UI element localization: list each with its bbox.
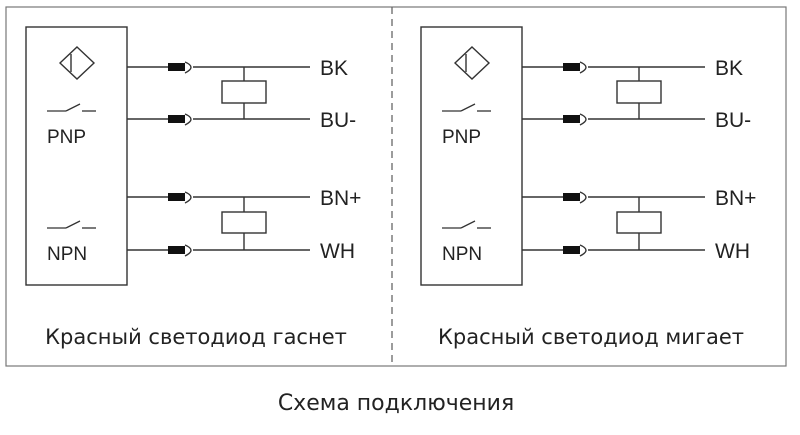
load-resistor-icon — [221, 197, 267, 250]
load-resistor-icon — [616, 197, 662, 250]
type-label-pnp: PNP — [442, 127, 481, 148]
panel-right: PNP NPN BK BU- BN+ — [420, 26, 756, 349]
panel-left: PNP NPN BK BU- BN+ — [25, 26, 361, 349]
type-label-npn: NPN — [442, 244, 482, 265]
wire-wh: WH — [522, 240, 750, 263]
switch-symbol-icon — [442, 103, 491, 112]
wire-wh: WH — [127, 240, 355, 263]
sensor-symbol-icon — [453, 46, 491, 80]
load-resistor-icon — [616, 67, 662, 119]
sensor-symbol-icon — [58, 46, 96, 80]
panel-caption: Красный светодиод гаснет — [45, 325, 347, 349]
switch-symbol-icon — [47, 103, 96, 112]
outer-frame — [5, 6, 787, 367]
wire-label-bk: BK — [715, 57, 743, 80]
wire-bu: BU- — [522, 109, 751, 132]
wire-bn: BN+ — [127, 187, 361, 210]
switch-symbol-icon — [47, 220, 96, 229]
wire-bn: BN+ — [522, 187, 756, 210]
wire-bu: BU- — [127, 109, 356, 132]
wire-label-bn: BN+ — [320, 187, 361, 210]
wire-label-bn: BN+ — [715, 187, 756, 210]
type-label-pnp: PNP — [47, 127, 86, 148]
panel-caption: Красный светодиод мигает — [438, 325, 744, 349]
wire-label-bu: BU- — [320, 109, 356, 132]
wire-label-bu: BU- — [715, 109, 751, 132]
wire-label-bk: BK — [320, 57, 348, 80]
sensor-body — [420, 26, 523, 286]
wire-bk: BK — [522, 57, 743, 80]
wire-bk: BK — [127, 57, 348, 80]
wire-label-wh: WH — [320, 240, 355, 263]
load-resistor-icon — [221, 67, 267, 119]
switch-symbol-icon — [442, 220, 491, 229]
sensor-body — [25, 26, 128, 286]
type-label-npn: NPN — [47, 244, 87, 265]
footer-caption: Схема подключения — [278, 391, 514, 416]
wire-label-wh: WH — [715, 240, 750, 263]
